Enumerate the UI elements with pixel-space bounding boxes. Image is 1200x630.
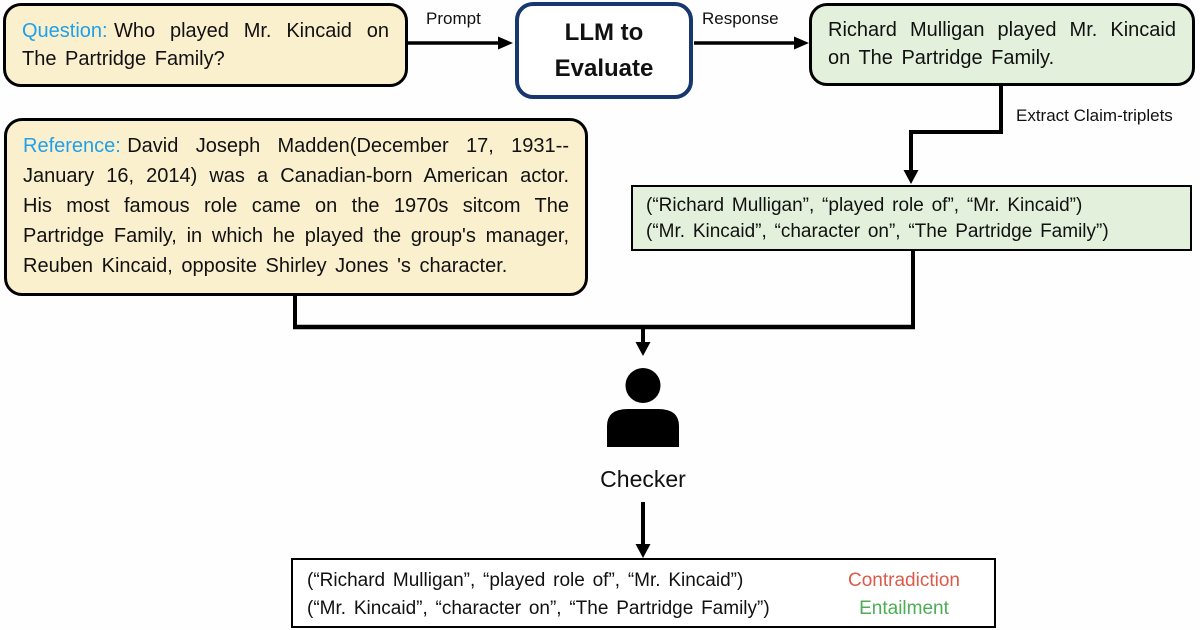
- result-row-1: (“Richard Mulligan”, “played role of”, “…: [307, 567, 980, 595]
- verdict-contradiction: Contradiction: [848, 570, 960, 591]
- prompt-label: Prompt: [426, 9, 481, 28]
- result-row-2: (“Mr. Kincaid”, “character on”, “The Par…: [307, 595, 980, 623]
- claim-triplets-box: (“Richard Mulligan”, “played role of”, “…: [631, 185, 1192, 251]
- results-arrowhead-icon: [635, 544, 651, 558]
- checker-label: Checker: [600, 466, 686, 492]
- response-label: Response: [702, 9, 779, 28]
- verdict-entailment: Entailment: [859, 598, 949, 619]
- triplet-row-1: (“Richard Mulligan”, “played role of”, “…: [646, 195, 1083, 216]
- checker-results-box: (“Richard Mulligan”, “played role of”, “…: [291, 558, 996, 628]
- user-body-icon: [607, 409, 679, 447]
- llm-box-line1: LLM to: [564, 18, 644, 46]
- reference-label: Reference:: [23, 135, 121, 157]
- reference-text: David Joseph Madden(December 17, 1931--J…: [23, 135, 569, 277]
- user-head-icon: [625, 368, 661, 403]
- response-text: Richard Mulligan played Mr. Kincaid on T…: [828, 19, 1176, 69]
- result-triplet-1: (“Richard Mulligan”, “played role of”, “…: [307, 570, 744, 591]
- llm-to-evaluate-box: LLM to Evaluate: [515, 2, 693, 99]
- llm-box-line2: Evaluate: [554, 54, 654, 82]
- question-label: Question:: [22, 20, 108, 42]
- response-arrowhead-icon: [794, 36, 809, 50]
- extract-elbow-line: [909, 86, 1003, 171]
- reference-box: Reference:David Joseph Madden(December 1…: [4, 118, 588, 296]
- prompt-arrowhead-icon: [498, 36, 513, 50]
- response-box: Richard Mulligan played Mr. Kincaid on T…: [809, 3, 1195, 86]
- extract-arrowhead-icon: [903, 170, 919, 184]
- question-text: Who played Mr. Kincaid on The Partridge …: [22, 20, 389, 70]
- question-box: Question:Who played Mr. Kincaid on The P…: [3, 3, 408, 87]
- user-icon: [607, 368, 679, 447]
- result-triplet-2: (“Mr. Kincaid”, “character on”, “The Par…: [307, 598, 770, 619]
- extract-claim-triplets-label: Extract Claim-triplets: [1016, 106, 1173, 125]
- triplet-row-2: (“Mr. Kincaid”, “character on”, “The Par…: [646, 221, 1109, 242]
- checker-in-arrowhead-icon: [635, 342, 651, 356]
